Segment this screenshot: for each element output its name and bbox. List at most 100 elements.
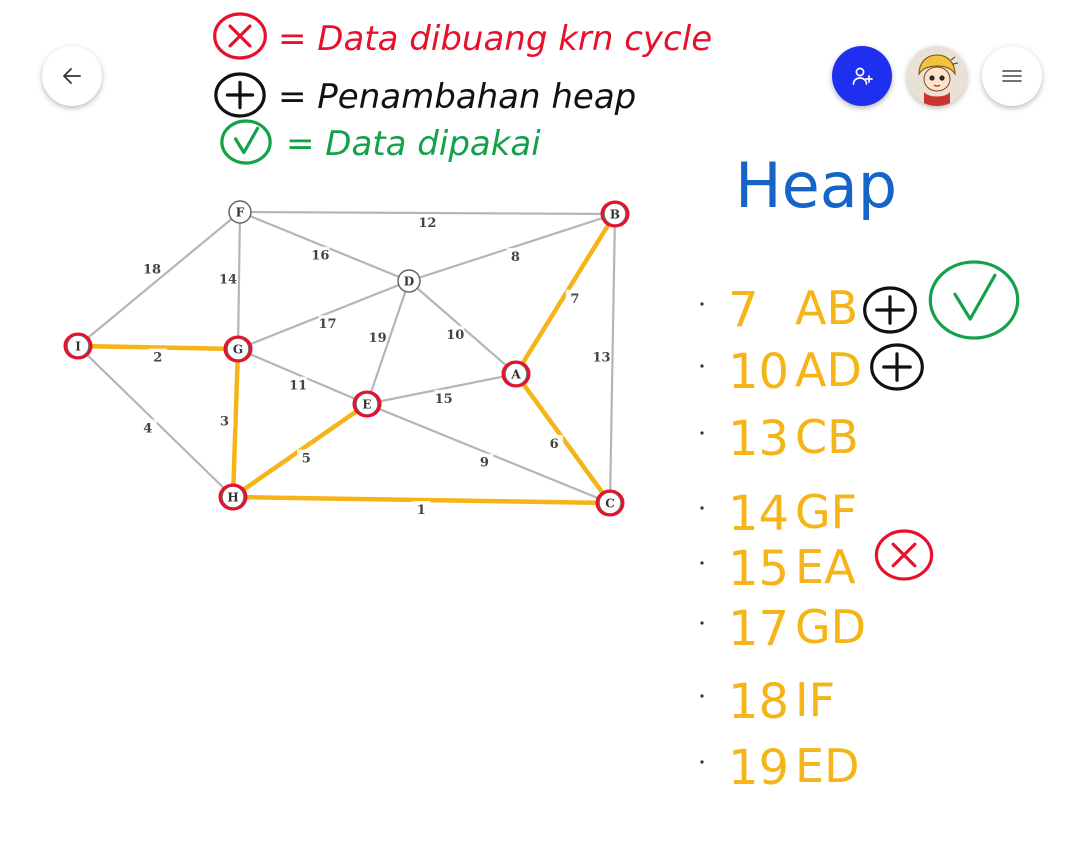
legend-text: = Data dipakai: [286, 124, 541, 164]
edge-weight-label: 15: [435, 392, 453, 407]
edge-weight-label: 16: [311, 249, 329, 264]
check-circle-icon: [220, 119, 272, 165]
edge-weight-label: 7: [570, 292, 579, 307]
edge-weight-label: 8: [511, 250, 520, 265]
graph-diagram: 12 16 18 14 8 17 19 10 7 13 2 11 15 6 4 3 5 9 1 F B D I G A E H C: [63, 200, 630, 518]
plus-circle-icon: [863, 286, 917, 334]
edge-weight-label: 10: [446, 328, 464, 343]
graph-node-H: H: [218, 483, 248, 511]
graph-node-E: E: [352, 390, 382, 418]
edge-weight-label: 1: [417, 503, 426, 518]
edge-weight-label: 3: [220, 415, 229, 430]
graph-edge-BC: 13: [592, 213, 617, 504]
graph-edge-GE: 11: [237, 347, 368, 406]
graph-node-I: I: [63, 332, 93, 360]
graph-edge-HC: 1: [230, 494, 613, 518]
graph-edge-DE: 19: [365, 280, 411, 405]
graph-edges: 12 16 18 14 8 17 19 10 7 13 2 11 15 6 4 3 5 9 1: [75, 210, 618, 518]
legend-item: = Penambahan heap: [214, 72, 636, 118]
graph-node-C: C: [595, 489, 625, 517]
graph-edge-EA: 15: [366, 372, 517, 407]
x-circle-icon: [874, 529, 934, 581]
graph-edge-GH: 3: [215, 346, 241, 500]
legend-item: = Data dibuang krn cycle: [213, 12, 712, 60]
edge-weight-label: 14: [219, 272, 237, 287]
edge-weight-label: 19: [369, 331, 387, 346]
heap-entry-weight: 14: [728, 486, 789, 542]
node-label: D: [404, 275, 414, 289]
menu-button[interactable]: [982, 46, 1042, 106]
edge-weight-label: 5: [302, 452, 311, 467]
node-label: C: [605, 497, 615, 511]
back-button[interactable]: [42, 46, 102, 106]
check-circle-icon: [928, 260, 1020, 340]
heap-entry-weight: 10: [728, 344, 789, 400]
plus-circle-icon: [870, 343, 924, 391]
arrow-left-icon: [63, 68, 81, 84]
graph-node-D: D: [397, 269, 421, 293]
heap-entry-weight: 18: [728, 674, 789, 730]
graph-edge-FD: 16: [239, 210, 410, 283]
heap-entry-edge: CB: [795, 410, 859, 464]
node-label: H: [227, 491, 238, 505]
node-label: I: [75, 340, 81, 354]
edge-weight-label: 4: [143, 421, 152, 436]
heap-entry-edge: GD: [795, 600, 866, 654]
hamburger-menu-icon: [1002, 70, 1022, 82]
heap-entry-weight: 7: [728, 282, 759, 338]
graph-edge-DA: 10: [408, 280, 517, 375]
graph-edge-EC: 9: [366, 402, 611, 505]
graph-node-B: B: [600, 200, 630, 228]
heap-entry-edge: AB: [795, 281, 858, 335]
node-label: G: [233, 343, 243, 357]
edge-weight-label: 6: [550, 437, 559, 452]
graph-node-G: G: [223, 335, 253, 363]
heap-title: Heap: [735, 149, 897, 222]
heap-entry-edge: GF: [795, 485, 857, 539]
graph-edge-FG: 14: [219, 211, 242, 350]
heap-entry: 7 AB: [700, 260, 1020, 340]
heap-entry-weight: 17: [728, 601, 789, 657]
edge-weight-label: 2: [153, 350, 162, 365]
node-label: E: [362, 398, 371, 412]
node-label: A: [510, 368, 521, 382]
edge-weight-label: 17: [319, 317, 337, 332]
graph-edge-GD: 17: [237, 279, 410, 351]
plus-circle-icon: [214, 72, 266, 118]
edge-weight-label: 11: [289, 379, 307, 394]
add-user-button[interactable]: [832, 46, 892, 106]
graph-edge-HE: 5: [230, 401, 370, 500]
edge-weight-label: 18: [143, 263, 161, 278]
graph-edge-AB: 7: [513, 211, 618, 377]
heap-entry-edge: EA: [795, 540, 856, 594]
heap-entry-edge: ED: [795, 739, 860, 793]
graph-node-F: F: [228, 200, 252, 224]
avatar-button[interactable]: [907, 46, 967, 106]
legend-text: = Data dibuang krn cycle: [278, 19, 712, 59]
user-avatar: [907, 46, 967, 106]
legend-item: = Data dipakai: [220, 119, 541, 165]
graph-edge-IG: 2: [75, 343, 241, 365]
person-add-icon: [852, 67, 873, 85]
heap-entry-edge: IF: [795, 673, 835, 727]
edge-weight-label: 12: [418, 216, 436, 231]
graph-edge-FI: 18: [77, 211, 241, 347]
heap-entry-weight: 15: [728, 541, 789, 597]
legend: = Data dibuang krn cycle = Penambahan hea…: [213, 12, 712, 165]
graph-edge-DB: 8: [408, 212, 616, 283]
heap-entry-weight: 19: [728, 740, 789, 796]
node-label: B: [610, 208, 620, 222]
node-label: F: [236, 206, 245, 220]
graph-nodes: F B D I G A E H C: [63, 200, 630, 517]
x-circle-icon: [213, 12, 267, 60]
edge-weight-label: 9: [480, 456, 489, 471]
graph-edge-IH: 4: [77, 345, 234, 498]
